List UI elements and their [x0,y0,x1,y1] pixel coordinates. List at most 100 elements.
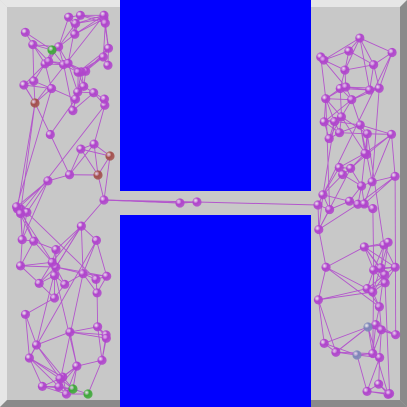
roadmap-node [386,129,397,139]
roadmap-node [97,355,107,365]
roadmap-edge [23,84,52,90]
roadmap-edge [324,326,369,344]
roadmap-edge [339,132,368,135]
roadmap-edge [66,365,78,395]
roadmap-node [384,389,395,399]
roadmap-edge [317,52,393,206]
roadmap-edge [16,88,53,207]
roadmap-node [65,327,75,337]
roadmap-edge [26,180,49,213]
roadmap-edge [371,134,392,182]
roadmap-node [355,120,365,130]
roadmap-node [334,162,344,173]
roadmap-node [319,55,329,65]
roadmap-edge [391,134,396,177]
roadmap-node-slate [352,350,362,360]
roadmap-node [344,196,355,206]
roadmap-edge [359,37,393,53]
roadmap-node [374,83,384,93]
roadmap-edge [318,168,352,230]
roadmap-node [347,95,357,105]
roadmap-edge [58,17,70,48]
roadmap-node [79,81,89,92]
roadmap-edge [80,148,99,176]
roadmap-node [391,330,401,340]
roadmap-node [374,379,384,389]
roadmap-edge [366,357,381,392]
roadmap-edge [87,360,103,395]
roadmap-node [368,287,378,297]
roadmap-node [76,221,86,231]
roadmap-node [319,338,329,348]
roadmap-node [324,133,334,144]
roadmap-node [103,43,114,53]
roadmap-edge [55,266,84,275]
roadmap-edge [371,88,380,182]
roadmap-node [72,361,82,371]
roadmap-node [73,87,83,97]
roadmap-node [321,262,331,272]
roadmap-edge [21,180,49,240]
roadmap-edge [363,176,396,205]
roadmap-node [313,295,324,305]
roadmap-edge [103,199,181,204]
roadmap-node [376,325,386,335]
upper-obstacle [120,0,311,191]
roadmap-node [369,265,379,275]
lower-obstacle [120,215,311,407]
roadmap-node [359,242,369,252]
roadmap-edge [379,329,382,358]
roadmap-node-slate [363,322,373,332]
roadmap-node [64,12,74,22]
roadmap-node [98,52,108,62]
roadmap-edge [74,14,105,35]
roadmap-edge [322,174,343,196]
roadmap-node [34,278,44,288]
roadmap-node [367,177,377,187]
roadmap-edge [97,326,103,361]
roadmap-node [346,163,356,173]
roadmap-edge [344,37,361,71]
roadmap-node [78,269,88,279]
roadmap-edge [29,240,97,359]
roadmap-node [89,88,99,98]
roadmap-edge [323,37,361,61]
roadmap-node [313,200,323,210]
roadmap-node [340,65,350,75]
roadmap-node-green [68,384,78,394]
roadmap-node [60,279,70,289]
roadmap-node-brown [30,98,40,108]
roadmap-node [64,170,75,180]
roadmap-edge [344,64,374,71]
roadmap-edge [322,121,336,195]
roadmap-edge [103,155,111,201]
roadmap-edge [63,64,74,111]
roadmap-edge [29,357,64,378]
roadmap-node [93,322,103,332]
roadmap-node [360,148,370,158]
roadmap-node [29,76,39,86]
roadmap-edge [93,105,106,145]
roadmap-edge [20,261,53,267]
roadmap-edge [372,208,375,271]
roadmap-node [319,117,329,127]
roadmap-edge [356,354,368,392]
roadmap-edge [36,344,64,378]
roadmap-edge [69,148,82,175]
roadmap-node [383,237,393,247]
roadmap-edge [26,212,97,280]
roadmap-node [103,60,113,70]
roadmap-node [12,202,22,212]
roadmap-edge [322,167,340,196]
roadmap-node [359,199,369,209]
roadmap-edge [341,116,366,154]
roadmap-node [368,348,378,359]
roadmap-edge [318,288,368,301]
roadmap-node [50,270,60,281]
roadmap-node [37,381,47,391]
roadmap-node [336,112,347,122]
roadmap-edge [33,240,53,263]
roadmap-node [68,106,78,116]
roadmap-edge [323,99,353,123]
